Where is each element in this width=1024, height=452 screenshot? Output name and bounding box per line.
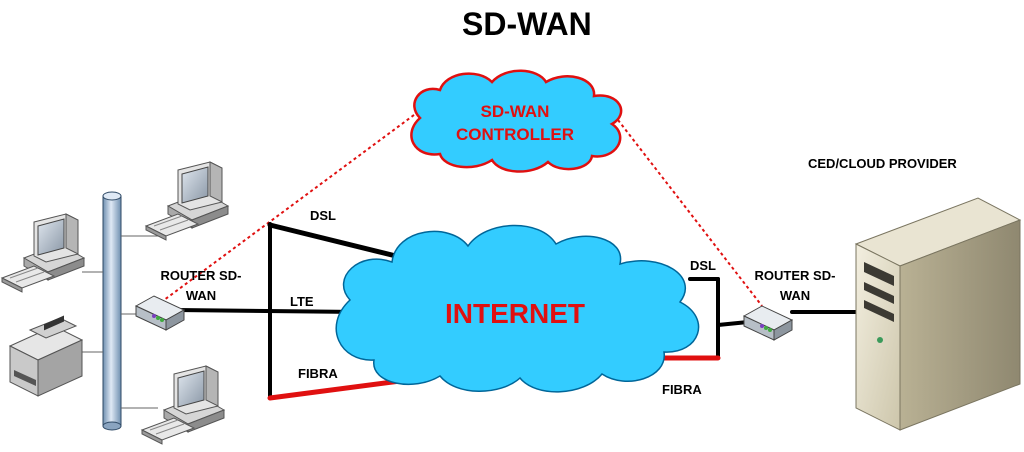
desktop-computer-icon (1, 213, 85, 293)
provider-label: CED/CLOUD PROVIDER (808, 156, 957, 171)
controller-cloud (410, 69, 623, 173)
router-right-label: ROUTER SD- WAN (732, 266, 858, 306)
fibra-left-label: FIBRA (298, 366, 338, 381)
dsl-left-label: DSL (310, 208, 336, 223)
router-icon (743, 305, 793, 341)
internet-cloud (335, 224, 700, 393)
fibra-link-left (267, 377, 411, 401)
desktop-computer-icon (145, 161, 229, 241)
router-right-label-line1: ROUTER SD- (754, 268, 836, 283)
controller-label-line1: SD-WAN (480, 102, 550, 121)
lte-left-label: LTE (290, 294, 314, 309)
router-left-label: ROUTER SD- WAN (138, 266, 264, 306)
right-wan-links (647, 277, 860, 361)
controller-label: SD-WAN CONTROLLER (440, 100, 590, 146)
router-left-label-line2: WAN (185, 288, 217, 303)
diagram-title: SD-WAN (462, 6, 592, 42)
network-bus-icon (82, 191, 158, 431)
left-wan-links (174, 222, 411, 401)
desktop-computer-icon (141, 365, 225, 445)
router-right-label-line2: WAN (779, 288, 811, 303)
printer-icon (8, 315, 84, 397)
dsl-right-label: DSL (690, 258, 716, 273)
server-tower-icon (854, 197, 1022, 431)
fibra-right-label: FIBRA (662, 382, 702, 397)
router-left-label-line1: ROUTER SD- (160, 268, 242, 283)
controller-link-left (155, 111, 419, 307)
controller-label-line2: CONTROLLER (455, 125, 575, 144)
internet-label: INTERNET (445, 298, 585, 329)
